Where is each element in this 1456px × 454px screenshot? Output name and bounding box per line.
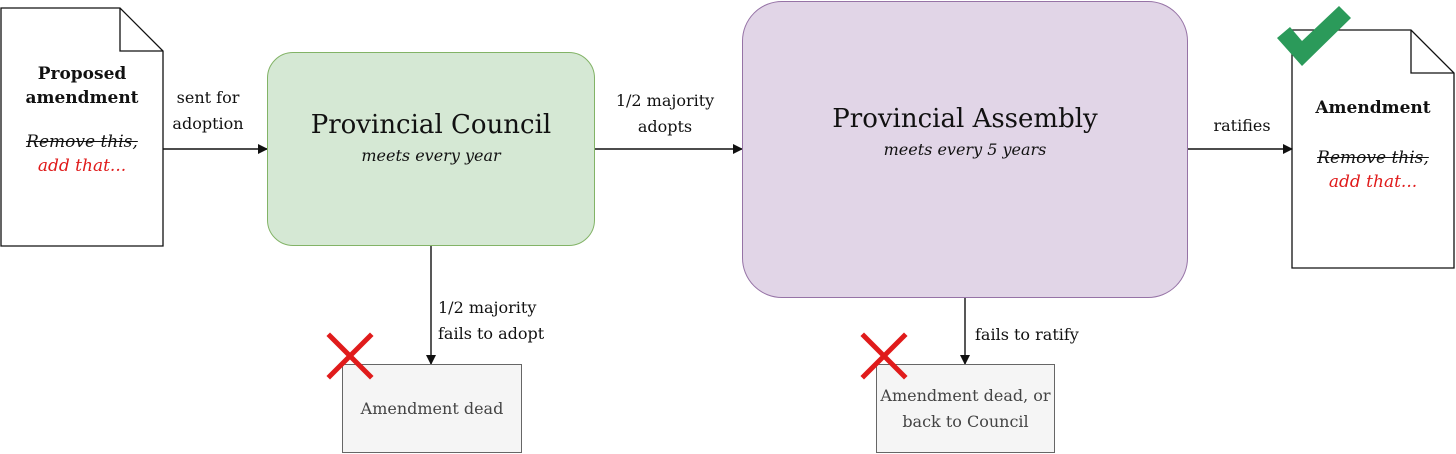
sent-line1: sent for (176, 88, 240, 107)
proposed-added-text: add that... (37, 156, 127, 176)
adopts-line1: 1/2 majority (615, 91, 715, 110)
council-title: Provincial Council (310, 110, 552, 140)
proposed-struck-text: Remove this, (26, 132, 138, 152)
proposed-document-fold (119, 8, 163, 52)
dead-assembly-line2: back to Council (902, 411, 1029, 431)
final-document-shape (1291, 29, 1455, 269)
assembly-title: Provincial Assembly (832, 103, 1098, 134)
proposed-title-line1: Proposed (37, 64, 127, 84)
proposed-title-line2: amendment (25, 88, 139, 108)
amendment-dead-or-back-node: Amendment dead, or back to Council (876, 364, 1055, 453)
ratifies-text: ratifies (1213, 116, 1271, 135)
final-document: Amendment Remove this, add that... (1292, 96, 1454, 194)
sent-line2: adoption (172, 114, 244, 133)
edge-label-majority-adopts: 1/2 majority adopts (606, 88, 724, 140)
edge-label-ratifies: ratifies (1205, 113, 1279, 139)
final-document-fold (1410, 30, 1454, 74)
edge-label-fails-to-ratify: fails to ratify (975, 322, 1095, 348)
dead-assembly-line1: Amendment dead, or (880, 385, 1051, 405)
adopts-line2: adopts (637, 117, 693, 136)
proposed-document: Proposed amendment Remove this, add that… (1, 62, 163, 178)
provincial-council-node: Provincial Council meets every year (267, 52, 595, 246)
assembly-subtitle: meets every 5 years (883, 139, 1047, 159)
fails-adopt-line2: fails to adopt (438, 324, 545, 343)
dead-council-text: Amendment dead (360, 398, 504, 418)
final-title: Amendment (1315, 98, 1431, 118)
edge-label-sent-for-adoption: sent for adoption (170, 85, 246, 137)
final-added-text: add that... (1328, 172, 1418, 192)
fails-ratify-text: fails to ratify (975, 325, 1079, 344)
fails-adopt-line1: 1/2 majority (438, 298, 537, 317)
edge-label-fails-to-adopt: 1/2 majority fails to adopt (438, 295, 556, 347)
provincial-assembly-node: Provincial Assembly meets every 5 years (742, 1, 1188, 298)
final-struck-text: Remove this, (1317, 148, 1429, 168)
amendment-dead-node: Amendment dead (342, 364, 522, 453)
council-subtitle: meets every year (361, 146, 501, 165)
